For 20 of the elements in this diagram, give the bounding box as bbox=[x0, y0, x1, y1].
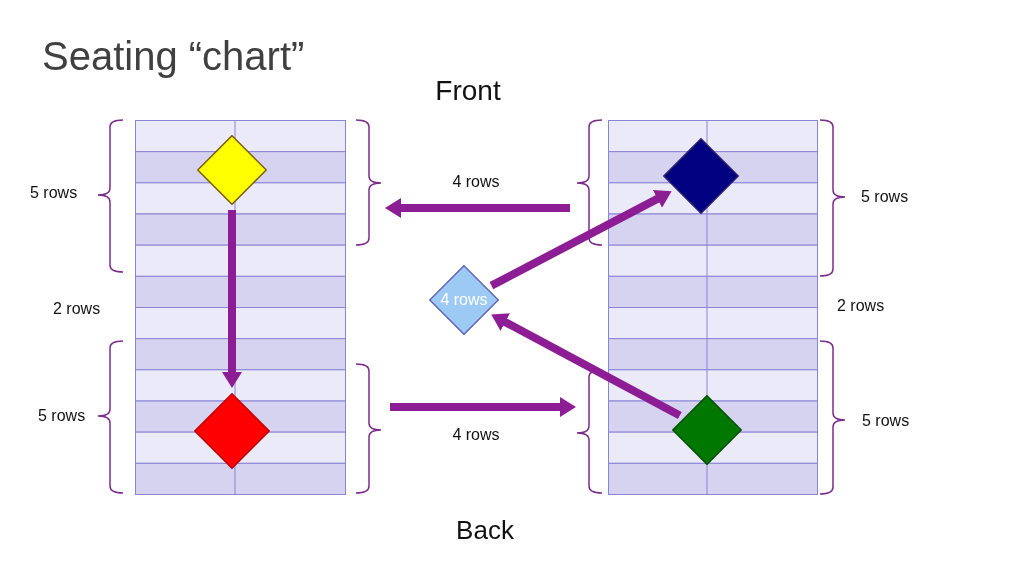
row-count-label: 2 rows bbox=[53, 299, 101, 319]
row-count-label: 5 rows bbox=[862, 411, 910, 431]
diamond-marker bbox=[197, 135, 267, 205]
arrow bbox=[222, 210, 242, 388]
diamond-marker bbox=[672, 395, 742, 465]
node-label: 4 rows bbox=[440, 290, 488, 310]
slide-title: Seating “chart” bbox=[42, 36, 305, 76]
row-count-label: 4 rows bbox=[452, 172, 500, 192]
row-count-label: 4 rows bbox=[452, 425, 500, 445]
row-count-label: 5 rows bbox=[861, 187, 909, 207]
diamond-marker bbox=[663, 138, 739, 214]
diamond-marker bbox=[194, 393, 270, 469]
arrow bbox=[489, 311, 682, 419]
row-count-label: 5 rows bbox=[38, 406, 86, 426]
position-label: Back bbox=[456, 513, 514, 547]
arrow bbox=[489, 187, 674, 290]
row-count-label: 2 rows bbox=[837, 296, 885, 316]
row-count-label: 5 rows bbox=[30, 183, 78, 203]
diamond-node bbox=[429, 265, 499, 335]
position-label: Front bbox=[435, 73, 501, 108]
